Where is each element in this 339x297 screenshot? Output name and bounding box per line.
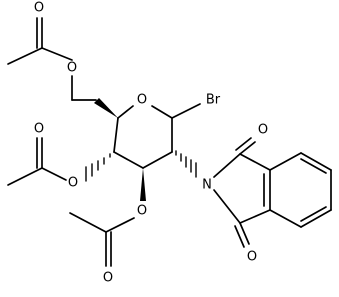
- phthalimide-group: [213, 137, 332, 248]
- pyranose-ring: [113, 105, 173, 169]
- bond-c-bottom-carbonyl-b: [234, 225, 245, 248]
- bond-c-bottom-carbonyl-a: [239, 222, 250, 245]
- bond-acyl-methyl-c3: [69, 212, 107, 233]
- atom-label-carbonyl-oxygen-c4: O: [34, 122, 44, 137]
- bond-c-bottom-aryl: [239, 209, 271, 224]
- bond-benzene-2: [300, 152, 332, 171]
- bond-benzene-4-inner: [300, 206, 327, 222]
- bond-c3-c4: [113, 151, 144, 169]
- hashed-bond-c4-o: [85, 153, 111, 182]
- atom-label-ester-oxygen-c3: O: [137, 204, 147, 219]
- atom-label-bromine: Br: [206, 93, 221, 108]
- bond-c5-o: [117, 105, 134, 119]
- atom-label-nitrogen: N: [202, 178, 212, 193]
- bond-benzene-4: [300, 209, 332, 228]
- bond-o-acyl-c4: [41, 167, 67, 181]
- atom-label-carbonyl-oxygen-c3: O: [103, 271, 113, 286]
- atom-label-imide-oxygen-top: O: [258, 123, 268, 138]
- bond-c4-c5: [113, 117, 119, 153]
- atom-labels: O Br N O O O O O O O O: [34, 1, 268, 286]
- bond-benzene-1: [269, 152, 302, 171]
- bond-n-c-bottom: [213, 189, 241, 224]
- bond-c-top-carbonyl-b: [235, 137, 252, 151]
- bond-o-acyl-c6: [41, 47, 73, 61]
- atom-label-imide-oxygen-bottom: O: [247, 250, 257, 265]
- bond-acyl-methyl-c6: [7, 47, 43, 65]
- wedge-bond-c3-o: [140, 168, 146, 201]
- bond-o-c1: [151, 105, 173, 119]
- hashed-bond-c2-n: [175, 150, 197, 178]
- bond-acyl-methyl-c4: [7, 167, 43, 186]
- bond-o-acyl-c3: [105, 217, 135, 233]
- bond-benzene-2-inner: [300, 158, 327, 174]
- bond-c-top-aryl: [239, 153, 271, 171]
- bond-c1-br: [171, 103, 201, 119]
- bond-c-top-carbonyl-a: [239, 141, 256, 155]
- atom-label-ester-oxygen-c4: O: [68, 176, 78, 191]
- bond-c2-c3: [142, 151, 173, 169]
- atom-label-carbonyl-oxygen-c6: O: [34, 1, 44, 16]
- bond-benzene-5: [269, 209, 302, 228]
- atom-label-ring-oxygen: O: [137, 93, 147, 108]
- bond-n-c-top: [213, 153, 241, 178]
- wedge-bond-c5-c6: [94, 98, 118, 118]
- atom-label-ester-oxygen-c6: O: [67, 61, 77, 76]
